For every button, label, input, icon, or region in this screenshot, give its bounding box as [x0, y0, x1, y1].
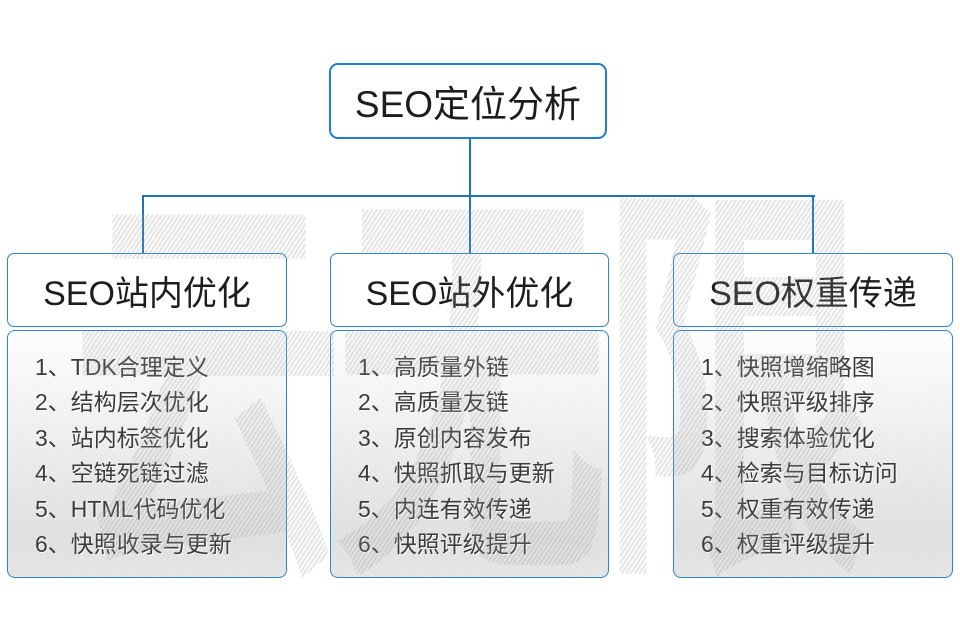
column-title: SEO权重传递 — [709, 274, 917, 313]
column-weight-transfer: SEO权重传递 1、快照增缩略图 2、快照评级排序 3、搜索体验优化 4、检索与目标访… — [673, 253, 953, 578]
connector-root-vertical — [469, 139, 471, 197]
list-item: 1、快照增缩略图 — [701, 353, 875, 380]
connector-drop-left — [142, 195, 144, 253]
list-item: 3、原创内容发布 — [358, 424, 532, 451]
connector-drop-middle — [469, 195, 471, 253]
list-item: 4、快照抓取与更新 — [358, 460, 555, 487]
column-header: SEO站内优化 — [7, 253, 287, 327]
column-offsite-optimization: SEO站外优化 1、高质量外链 2、高质量友链 3、原创内容发布 4、快照抓取与更新 5… — [330, 253, 609, 578]
column-onsite-optimization: SEO站内优化 1、TDK合理定义 2、结构层次优化 3、站内标签优化 4、空链死链过… — [7, 253, 287, 578]
column-title: SEO站外优化 — [365, 274, 574, 313]
column-title: SEO站内优化 — [43, 274, 251, 313]
list-item: 5、HTML代码优化 — [35, 495, 226, 522]
column-item-panel: 1、快照增缩略图 2、快照评级排序 3、搜索体验优化 4、检索与目标访问 5、权重有效传… — [673, 330, 953, 578]
list-item: 2、高质量友链 — [358, 389, 509, 416]
list-item: 6、快照评级提升 — [358, 531, 532, 558]
list-item: 4、空链死链过滤 — [35, 460, 209, 487]
list-item: 6、快照收录与更新 — [35, 531, 232, 558]
root-node-title: SEO定位分析 — [354, 84, 582, 125]
connector-drop-right — [812, 195, 814, 253]
list-item: 1、高质量外链 — [358, 353, 509, 380]
connector-horizontal — [143, 195, 815, 197]
root-node-seo-positioning-analysis: SEO定位分析 — [329, 63, 607, 139]
column-header: SEO站外优化 — [330, 253, 609, 327]
list-item: 3、搜索体验优化 — [701, 424, 875, 451]
list-item: 5、内连有效传递 — [358, 495, 532, 522]
column-item-panel: 1、高质量外链 2、高质量友链 3、原创内容发布 4、快照抓取与更新 5、内连有效传递 6… — [330, 330, 609, 578]
list-item: 1、TDK合理定义 — [35, 353, 209, 380]
list-item: 4、检索与目标访问 — [701, 460, 898, 487]
list-item: 2、快照评级排序 — [701, 389, 875, 416]
list-item: 3、站内标签优化 — [35, 424, 209, 451]
list-item: 6、权重评级提升 — [701, 531, 875, 558]
list-item: 5、权重有效传递 — [701, 495, 875, 522]
column-header: SEO权重传递 — [673, 253, 953, 327]
list-item: 2、结构层次优化 — [35, 389, 209, 416]
column-item-panel: 1、TDK合理定义 2、结构层次优化 3、站内标签优化 4、空链死链过滤 5、HTML代… — [7, 330, 287, 578]
